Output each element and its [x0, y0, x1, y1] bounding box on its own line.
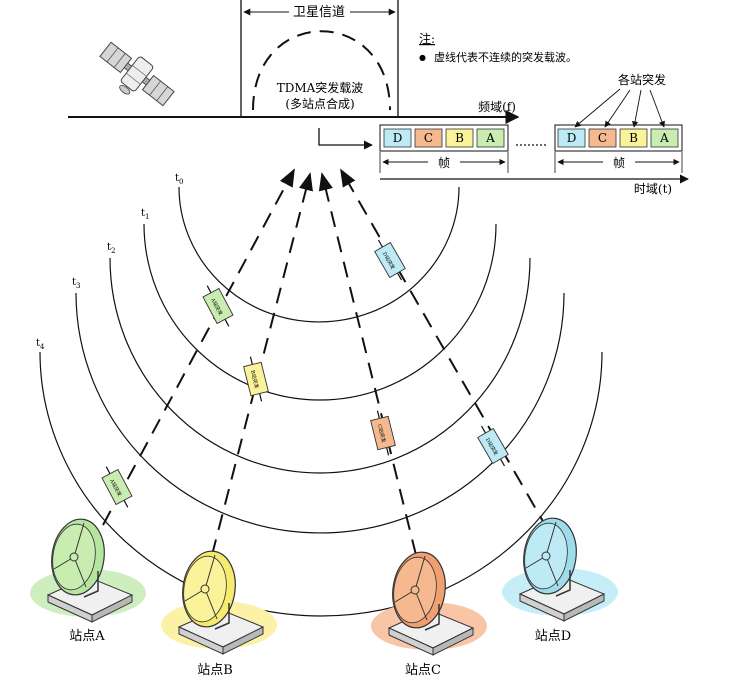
arc-t0: [178, 186, 460, 323]
arc-t2: [109, 257, 531, 474]
station-a: [30, 518, 146, 623]
carrier-label-line2: (多站点合成): [285, 96, 354, 111]
frame-2-slot-a: [650, 128, 679, 148]
dish-d-icon: [523, 517, 577, 597]
frame-2-slot-b: [619, 128, 648, 148]
station-c-label: 站点C: [405, 663, 441, 678]
time-mark-t1: t1: [141, 208, 150, 221]
dish-c-icon: [392, 551, 446, 631]
frame-1-slot-d-label: D: [393, 131, 403, 145]
frame-1-slot-c-label: C: [424, 131, 433, 145]
station-b-label: 站点B: [197, 663, 233, 678]
satellite-icon: [99, 41, 175, 107]
burst-d-lower: D站突发: [477, 425, 509, 467]
uplink-c: [318, 172, 417, 556]
frame-2-slot-d-label: D: [567, 131, 577, 145]
svg-text:C站突发: C站突发: [376, 423, 387, 443]
carrier-label-line1: TDMA突发载波: [277, 80, 364, 95]
bursts-pointers: [574, 88, 665, 128]
station-d-label: 站点D: [535, 629, 571, 644]
frame-2-slot-c: [588, 128, 617, 148]
burst-c: C站突发: [370, 410, 396, 456]
channel-label: 卫星信道: [293, 5, 345, 20]
time-arcs: [39, 186, 603, 617]
frame-2-slot-d: [557, 128, 586, 148]
bursts-label: 各站突发: [618, 72, 666, 87]
uplink-lines: [102, 168, 549, 556]
time-mark-t4: t4: [36, 338, 45, 351]
station-a-label: 站点A: [69, 629, 105, 644]
burst-a-upper: A站突发: [202, 285, 234, 327]
note-bullet: ●: [419, 53, 426, 62]
svg-text:B站突发: B站突发: [249, 369, 260, 389]
satellite-channel: 卫星信道: [240, 0, 399, 117]
burst-d-upper: D站突发: [374, 239, 406, 281]
uplink-a: [102, 168, 295, 526]
frame-2-slot-b-label: B: [629, 131, 638, 145]
carrier-dashed-arc: [252, 30, 391, 111]
time-mark-t3: t3: [72, 277, 81, 290]
frame-1: D C B A 帧: [379, 124, 509, 173]
time-mark-t2: t2: [107, 242, 116, 255]
frame-2-slot-a-label: A: [659, 131, 669, 145]
time-marks: t0 t1 t2 t3 t4: [36, 173, 184, 351]
frame-1-slot-b-label: B: [455, 131, 464, 145]
arc-t4: [39, 351, 603, 617]
dish-b-icon: [182, 550, 236, 630]
arc-t3: [75, 292, 565, 534]
arc-t1: [143, 223, 497, 401]
note-title: 注:: [419, 31, 435, 46]
station-c: [371, 551, 487, 656]
burst-b: B站突发: [243, 356, 269, 402]
dish-a-icon: [51, 518, 105, 598]
frame-1-slot-b: [445, 128, 474, 148]
frame-1-slot-c: [414, 128, 443, 148]
frame-pointer-arrow: [318, 128, 373, 150]
frame-2-slot-c-label: C: [598, 131, 607, 145]
time-mark-t0: t0: [175, 173, 184, 186]
frame-1-slot-a-label: A: [485, 131, 495, 145]
uplink-d: [340, 168, 549, 531]
burst-a-lower: A站突发: [101, 466, 133, 508]
frame-1-slot-d: [383, 128, 412, 148]
note-text: 虚线代表不连续的突发载波。: [434, 50, 577, 64]
frequency-axis-label: 频域(f): [478, 100, 516, 114]
frame-2: D C B A 帧: [554, 124, 683, 173]
time-axis-label: 时域(t): [634, 182, 672, 196]
frame-1-label: 帧: [438, 156, 450, 170]
station-d: [502, 517, 618, 622]
frame-1-slot-a: [476, 128, 505, 148]
station-b: [161, 550, 277, 655]
frame-2-label: 帧: [613, 156, 625, 170]
